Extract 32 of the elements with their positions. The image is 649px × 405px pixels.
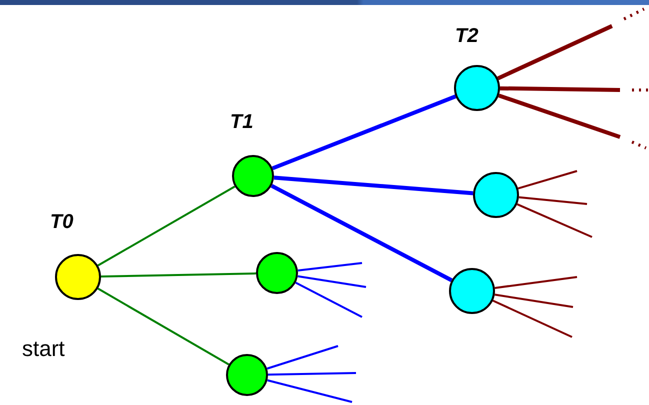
branch-line bbox=[494, 294, 574, 308]
tree-node-circle bbox=[449, 268, 495, 314]
branch-line bbox=[497, 24, 613, 80]
tree-node-circle bbox=[232, 155, 274, 197]
branch-line bbox=[295, 282, 362, 318]
branch-line bbox=[97, 186, 236, 266]
branch-line bbox=[267, 379, 352, 403]
branch-line bbox=[516, 203, 592, 238]
branch-line bbox=[492, 300, 572, 338]
branch-line bbox=[97, 288, 230, 366]
tree-node-circle bbox=[55, 254, 101, 300]
branch-line bbox=[100, 272, 256, 278]
branch-line bbox=[274, 176, 474, 196]
branch-line bbox=[500, 86, 620, 92]
branch-line bbox=[518, 170, 578, 190]
branch-line bbox=[518, 196, 588, 205]
stage-label: T0 bbox=[50, 212, 74, 232]
tree-node-circle bbox=[226, 354, 268, 396]
branch-line bbox=[498, 94, 621, 139]
tree-node-circle bbox=[473, 172, 519, 218]
branch-line bbox=[270, 184, 453, 282]
branch-line bbox=[494, 276, 578, 289]
start-label: start bbox=[22, 338, 65, 360]
branch-line bbox=[298, 262, 362, 272]
stage-label: T1 bbox=[230, 112, 254, 132]
branch-line bbox=[268, 372, 356, 376]
stage-label: T2 bbox=[455, 26, 478, 46]
branch-line bbox=[298, 275, 366, 288]
branch-line bbox=[272, 94, 456, 170]
tree-node-circle bbox=[454, 65, 500, 111]
tree-node-circle bbox=[256, 252, 298, 294]
branch-line bbox=[266, 345, 338, 370]
